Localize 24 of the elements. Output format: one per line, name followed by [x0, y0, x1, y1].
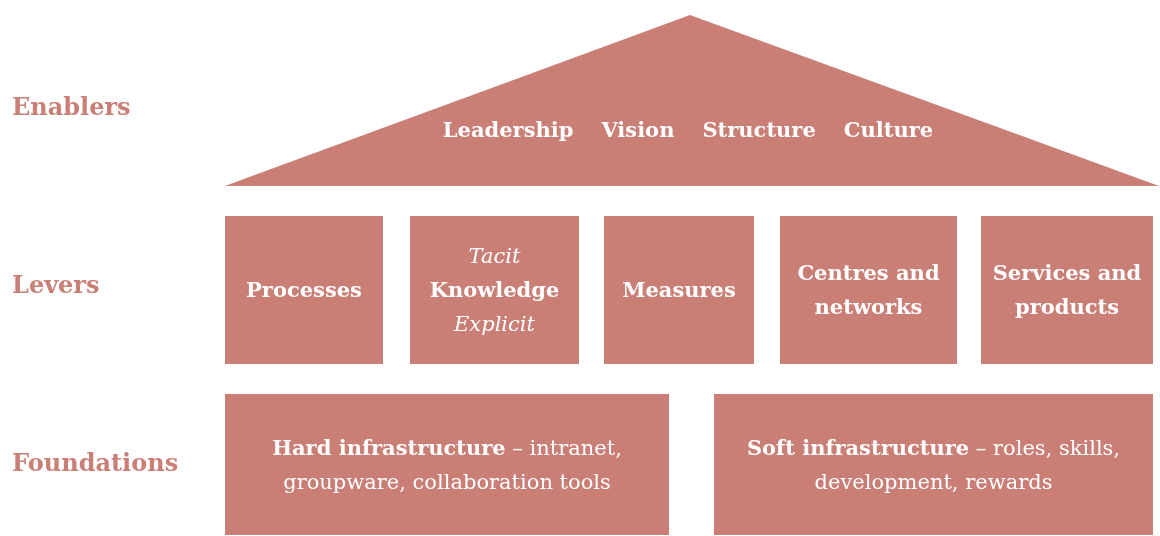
lever-label: Processes: [245, 276, 363, 304]
lever-label: Measures: [621, 276, 737, 304]
lever-label: Knowledge: [428, 276, 561, 304]
lever-card: [981, 216, 1153, 364]
foundation-text: Hard infrastructure – intranet, groupware, collaboration tools: [271, 433, 623, 496]
lever-card: [225, 216, 383, 364]
enabler-label: Leadership: [442, 116, 574, 144]
lever-card: [410, 216, 579, 364]
lever-label: Tacit: [467, 243, 522, 270]
lever-label: Centres and networks: [796, 259, 941, 321]
roof-triangle: [225, 15, 1159, 186]
enabler-label: Vision: [601, 116, 675, 144]
enabler-label: Structure: [702, 116, 816, 144]
lever-label: Explicit: [452, 311, 536, 338]
row-label: Levers: [12, 270, 100, 299]
row-label: Enablers: [12, 92, 131, 121]
lever-card: [604, 216, 754, 364]
lever-label: Services and products: [991, 259, 1143, 321]
lever-card: [780, 216, 957, 364]
row-label: Foundations: [12, 448, 179, 477]
foundation-card: [714, 394, 1153, 535]
foundation-text: Soft infrastructure – roles, skills, development, rewards: [745, 433, 1122, 496]
foundation-card: [225, 394, 669, 535]
enabler-label: Culture: [843, 116, 934, 144]
